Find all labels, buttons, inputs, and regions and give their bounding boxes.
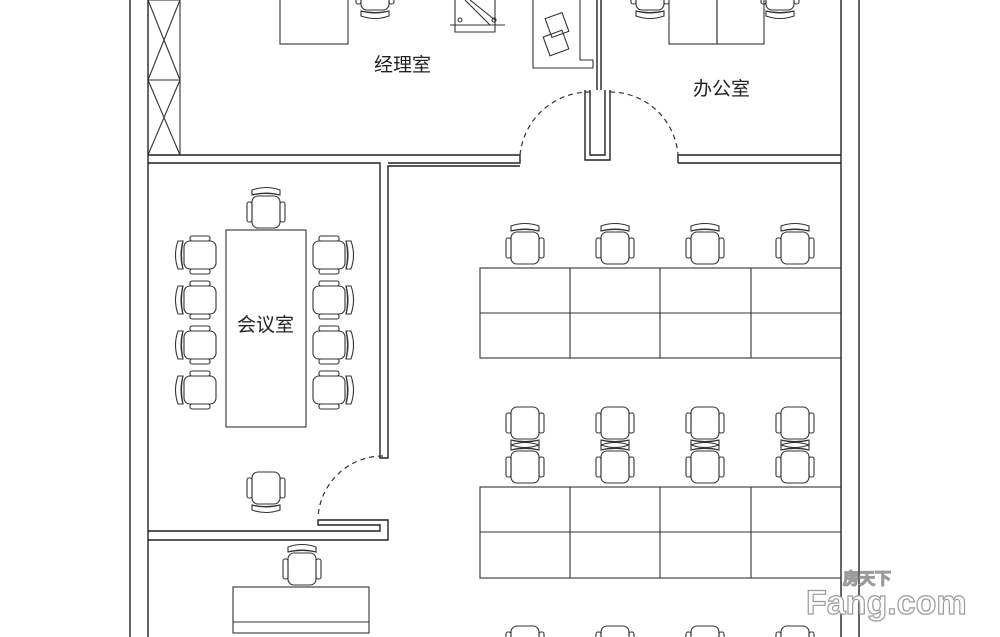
chair — [505, 441, 545, 484]
chair — [505, 406, 545, 449]
chair — [505, 625, 545, 637]
room-label-manager-office: 经理室 — [374, 54, 431, 76]
office-desks — [668, 0, 765, 45]
chair — [282, 543, 322, 586]
reception-desk — [232, 586, 370, 634]
bookshelf — [450, 0, 505, 33]
chair — [595, 222, 635, 265]
wardrobe — [147, 0, 181, 156]
chair — [312, 370, 355, 410]
chair — [685, 222, 725, 265]
meeting-table — [225, 229, 307, 428]
room-label-office: 办公室 — [693, 78, 750, 100]
chair — [174, 280, 217, 320]
chair — [685, 406, 725, 449]
chair — [760, 0, 800, 20]
chair — [174, 235, 217, 275]
chair — [355, 0, 395, 20]
room-label-meeting-room: 会议室 — [237, 314, 294, 336]
chair — [775, 222, 815, 265]
chair — [775, 441, 815, 484]
chair — [685, 441, 725, 484]
doors — [317, 91, 679, 519]
chair — [312, 325, 355, 365]
workstation-block-2 — [479, 486, 842, 579]
chair — [595, 441, 635, 484]
workstation-block-1 — [479, 267, 842, 359]
chair — [685, 625, 725, 637]
sofa — [532, 0, 594, 69]
watermark-cn: 房天下 — [843, 569, 891, 588]
chair — [775, 625, 815, 637]
chair — [312, 235, 355, 275]
chair — [505, 222, 545, 265]
chair — [174, 370, 217, 410]
chair — [595, 406, 635, 449]
chair — [595, 625, 635, 637]
chair — [246, 186, 286, 229]
chair — [775, 406, 815, 449]
chair — [246, 471, 286, 514]
watermark-logo: 房天下 Fang.com — [805, 568, 967, 622]
chair — [630, 0, 670, 20]
chair — [312, 280, 355, 320]
chair — [174, 325, 217, 365]
manager-desk — [279, 0, 349, 45]
watermark-en: Fang.com — [806, 584, 967, 622]
interior-walls — [148, 0, 841, 541]
